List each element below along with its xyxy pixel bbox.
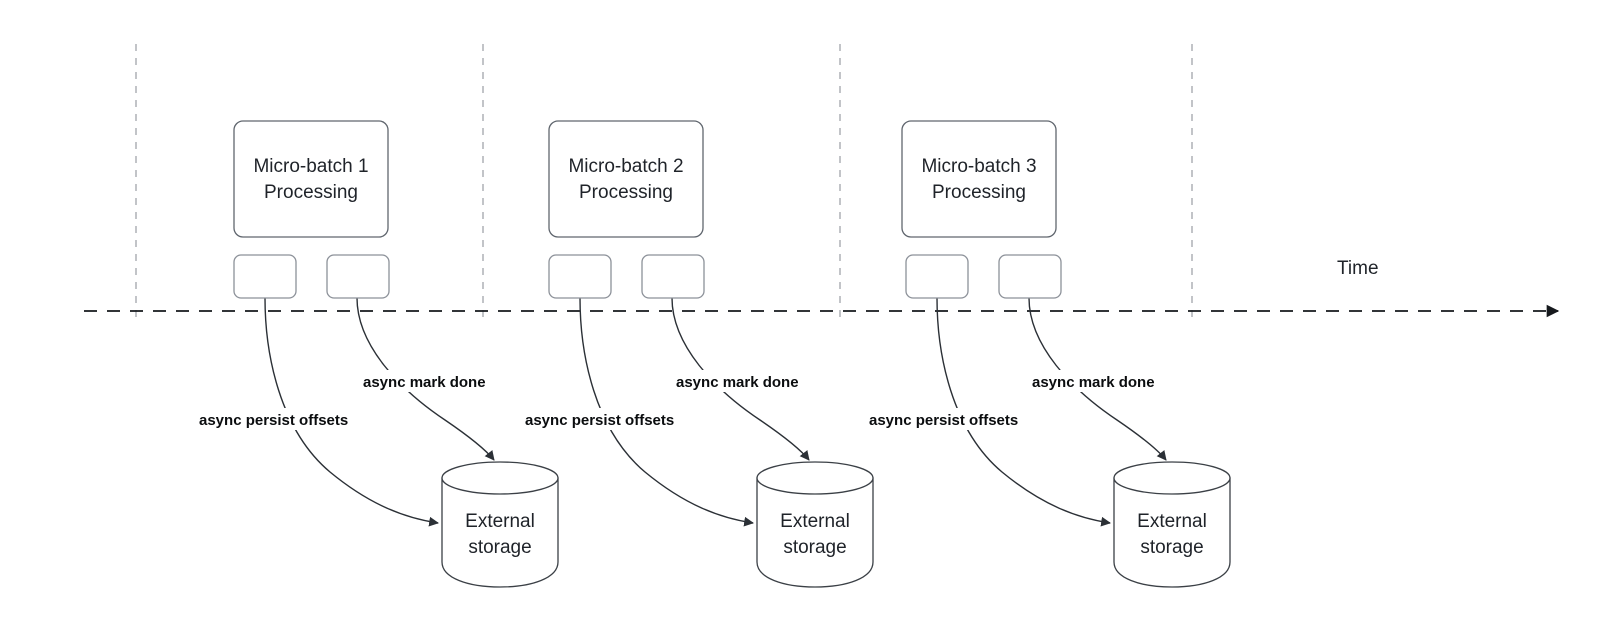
- task-box-3a[interactable]: [905, 254, 969, 299]
- batch-boundary-ticks: [135, 44, 1193, 322]
- external-storage-cylinder-1[interactable]: [441, 461, 559, 588]
- persist-label-backdrop-1: [195, 408, 375, 430]
- external-storage-label-2-line2: storage: [783, 537, 846, 558]
- mark-done-label-2: async mark done: [676, 374, 799, 391]
- task-box-2a[interactable]: [548, 254, 612, 299]
- mark-done-label-backdrop-1: [359, 370, 505, 392]
- persist-offsets-label-1: async persist offsets: [199, 412, 348, 429]
- mark-done-label-3: async mark done: [1032, 374, 1155, 391]
- mark-done-label-backdrop-3: [1027, 370, 1173, 392]
- external-storage-cylinder-2[interactable]: [756, 461, 874, 588]
- external-storage-label-3-line2: storage: [1140, 537, 1203, 558]
- external-storage-label-1-line1: External: [465, 511, 535, 532]
- mark-done-label-1: async mark done: [363, 374, 486, 391]
- persist-offsets-label-2: async persist offsets: [525, 412, 674, 429]
- micro-batch-box-1-line1: Micro-batch 1: [253, 156, 368, 177]
- external-storage-label-1-line2: storage: [468, 537, 531, 558]
- persist-offsets-flow-1: [264, 297, 439, 527]
- micro-batch-box-1-line2: Processing: [264, 182, 358, 203]
- persist-offsets-flow-2: [579, 297, 754, 527]
- micro-batch-group-1: Micro-batch 1 Processing async persist o…: [195, 120, 559, 588]
- micro-batch-box-3[interactable]: [901, 120, 1057, 238]
- persist-offsets-flow-3: [936, 297, 1111, 527]
- external-storage-label-3-line1: External: [1137, 511, 1207, 532]
- task-box-3b[interactable]: [998, 254, 1062, 299]
- micro-batch-box-2-line1: Micro-batch 2: [568, 156, 683, 177]
- persist-offsets-label-3: async persist offsets: [869, 412, 1018, 429]
- task-box-1a[interactable]: [233, 254, 297, 299]
- persist-label-backdrop-2: [520, 408, 700, 430]
- micro-batch-group-3: Micro-batch 3 Processing async persist o…: [864, 120, 1231, 588]
- external-storage-cylinder-3[interactable]: [1113, 461, 1231, 588]
- mark-done-flow-1: [356, 297, 495, 461]
- micro-batch-group-2: Micro-batch 2 Processing async persist o…: [520, 120, 874, 588]
- micro-batch-box-1[interactable]: [233, 120, 389, 238]
- mark-done-flow-3: [1028, 297, 1167, 461]
- mark-done-flow-2: [671, 297, 810, 461]
- micro-batch-box-2[interactable]: [548, 120, 704, 238]
- task-box-1b[interactable]: [326, 254, 390, 299]
- external-storage-label-2-line1: External: [780, 511, 850, 532]
- micro-batch-box-3-line1: Micro-batch 3: [921, 156, 1036, 177]
- time-axis-label: Time: [1337, 258, 1379, 279]
- mark-done-label-backdrop-2: [670, 370, 816, 392]
- persist-label-backdrop-3: [864, 408, 1044, 430]
- task-box-2b[interactable]: [641, 254, 705, 299]
- micro-batch-box-3-line2: Processing: [932, 182, 1026, 203]
- micro-batch-box-2-line2: Processing: [579, 182, 673, 203]
